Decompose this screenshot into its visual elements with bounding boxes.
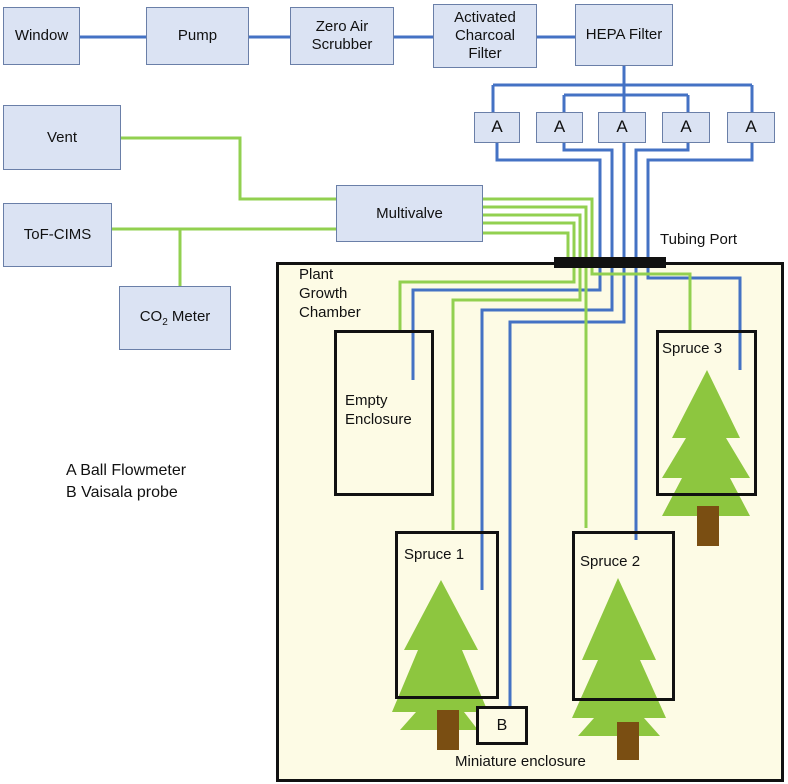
pump-box: Pump <box>146 7 249 65</box>
co2-meter-label: CO2 Meter <box>140 308 211 329</box>
legend-flowmeter: A Ball Flowmeter <box>66 462 187 479</box>
spruce-3-enclosure <box>656 330 757 496</box>
tree-spruce-2 <box>572 578 666 760</box>
co2-meter-box: CO2 Meter <box>119 286 231 350</box>
multivalve-label: Multivalve <box>376 204 443 222</box>
flowmeter-label: A <box>745 117 757 137</box>
empty-enclosure <box>334 330 434 496</box>
co2-prefix: CO <box>139 307 163 325</box>
zero-air-scrubber-label: Zero Air Scrubber <box>311 18 373 53</box>
charcoal-filter-box: Activated Charcoal Filter <box>433 4 537 68</box>
flowmeter-label: A <box>553 117 566 137</box>
chamber-sample-lines <box>398 262 692 530</box>
flowmeter-label: A <box>491 117 503 137</box>
legend-probe: B Vaisala probe <box>66 483 178 501</box>
multivalve-box: Multivalve <box>336 185 483 242</box>
co2-subscript: 2 <box>162 316 168 328</box>
window-label: Window <box>14 27 69 44</box>
tree-spruce-3 <box>662 370 750 546</box>
chamber-supply-lines <box>411 262 742 710</box>
flowmeter-4: A <box>662 112 710 143</box>
co2-suffix: Meter <box>167 307 211 325</box>
hepa-filter-label: HEPA Filter <box>585 26 663 43</box>
miniature-enclosure: B <box>476 706 528 745</box>
spruce-1-enclosure <box>395 531 499 699</box>
tubing-port-label: Tubing Port <box>660 231 737 248</box>
flowmeter-3: A <box>598 112 646 143</box>
vent-label: Vent <box>46 128 78 146</box>
vaisala-probe-label: B <box>496 716 508 734</box>
tubing-port <box>554 257 666 268</box>
window-box: Window <box>3 7 80 65</box>
charcoal-filter-label: Activated Charcoal Filter <box>454 9 516 62</box>
spruce-3-label: Spruce 3 <box>662 340 723 357</box>
flowmeter-label: A <box>680 117 692 137</box>
spruce-2-enclosure <box>572 531 675 701</box>
pump-label: Pump <box>177 27 218 44</box>
hepa-filter-box: HEPA Filter <box>575 4 673 66</box>
tof-cims-box: ToF-CIMS <box>3 203 112 267</box>
spruce-2-label: Spruce 2 <box>580 553 641 570</box>
tof-cims-label: ToF-CIMS <box>23 226 92 243</box>
zero-air-scrubber-box: Zero Air Scrubber <box>290 7 394 65</box>
legend: A Ball Flowmeter B Vaisala probe <box>66 460 186 503</box>
vent-box: Vent <box>3 105 121 170</box>
flowmeter-2: A <box>536 112 583 143</box>
flowmeter-label: A <box>616 117 628 137</box>
tree-spruce-1 <box>392 580 488 750</box>
flowmeter-5: A <box>727 112 775 143</box>
spruce-1-label: Spruce 1 <box>404 546 465 563</box>
flowmeter-1: A <box>474 112 520 143</box>
chamber-label: Plant Growth Chamber <box>299 266 361 321</box>
empty-enclosure-label: Empty Enclosure <box>345 392 412 428</box>
miniature-enclosure-label: Miniature enclosure <box>455 753 586 770</box>
